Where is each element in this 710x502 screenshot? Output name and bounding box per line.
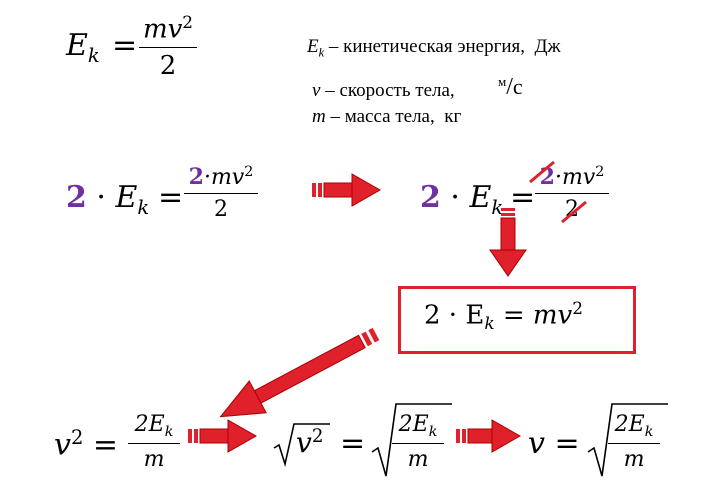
main-formula-eq: = — [112, 28, 138, 63]
energy-symbol: E — [66, 28, 88, 63]
bottom-fraction-2: 2Ek m — [392, 412, 444, 472]
legend-velocity-unit: м/с — [498, 74, 523, 100]
bottom-lhs: v2 = — [54, 426, 119, 463]
main-formula-bar — [139, 47, 197, 49]
step1-coefficient: 2 — [66, 180, 87, 215]
step1-fraction: 2·mv2 2 — [184, 164, 258, 222]
sqrt-sign-3 — [587, 403, 668, 477]
main-formula-fraction: mv2 2 — [139, 12, 197, 81]
arrow-right-1 — [312, 173, 382, 207]
arrow-right-3 — [456, 419, 522, 453]
result-box — [398, 286, 636, 354]
legend-energy: Ek – кинетическая энергия, Дж — [307, 36, 561, 60]
legend-mass: m – масса тела, кг — [312, 106, 462, 127]
energy-subscript: k — [87, 43, 100, 67]
bottom-fraction-1: 2Ek m — [128, 412, 180, 472]
arrow-diagonal — [219, 327, 380, 418]
strike-denominator — [561, 200, 587, 224]
sqrt-v2: v2 — [296, 426, 324, 459]
step1-eq: = — [158, 180, 184, 215]
arrow-down — [489, 208, 527, 277]
step2-lhs: 2 · Ek — [420, 180, 504, 219]
step1-denominator: 2 — [214, 197, 228, 222]
main-formula-lhs: Ek — [66, 28, 100, 67]
step1-lhs: 2 · Ek — [66, 180, 150, 219]
step2-coefficient: 2 — [420, 180, 441, 215]
arrow-right-2 — [188, 419, 258, 453]
main-formula-denominator: 2 — [159, 51, 177, 82]
final-lhs: v = — [528, 426, 580, 461]
step2-numerator: 2·mv2 — [539, 164, 605, 190]
sqrt-sign-2 — [371, 403, 452, 477]
final-fraction: 2Ek m — [608, 412, 660, 472]
strike-numerator — [529, 160, 555, 184]
legend-velocity: v – скорость тела, — [312, 80, 455, 101]
boxed-formula: 2 · Ek = mv2 — [424, 298, 583, 334]
bottom-eq-2: = — [340, 426, 366, 461]
main-formula-numerator: mv2 — [142, 12, 194, 45]
sqrt-sign-1 — [273, 423, 330, 468]
step1-numerator: 2·mv2 — [188, 164, 254, 190]
